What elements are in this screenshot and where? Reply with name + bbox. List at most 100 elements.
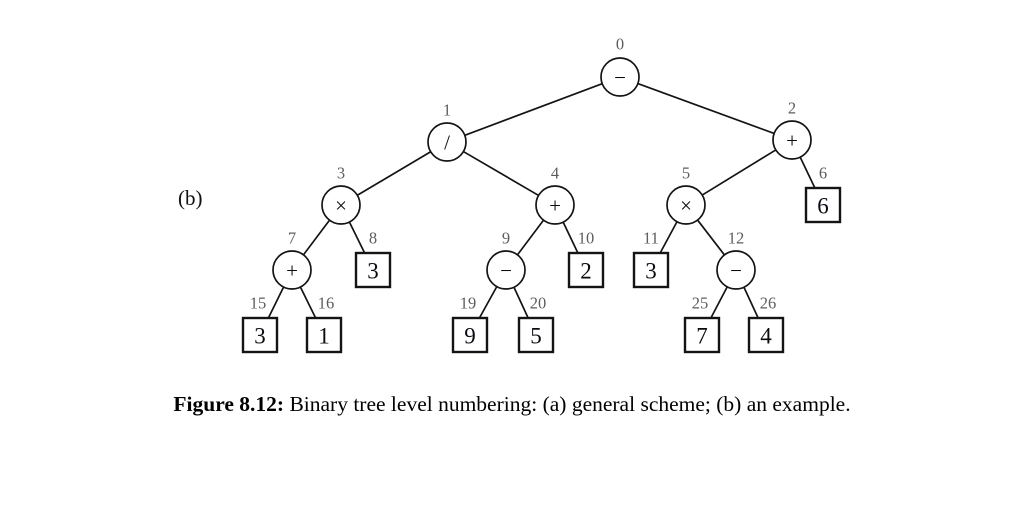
index-label-0: 0 — [616, 35, 624, 54]
leaf-node-11[interactable]: 3 — [632, 251, 670, 289]
node-circle-9 — [486, 250, 526, 290]
index-label-2: 2 — [788, 99, 796, 118]
figure-caption: Figure 8.12: Binary tree level numbering… — [0, 392, 1024, 417]
operator-node-9[interactable]: − — [486, 250, 526, 290]
leaf-value-20: 5 — [530, 324, 542, 349]
tree-edge-4-9 — [516, 219, 545, 256]
node-box-19 — [451, 316, 489, 354]
index-label-6: 6 — [819, 164, 827, 183]
leaf-node-26[interactable]: 4 — [747, 316, 785, 354]
operator-symbol-3: × — [335, 194, 347, 218]
operator-node-5[interactable]: × — [666, 185, 706, 225]
operator-symbol-2: + — [786, 129, 798, 153]
index-label-7: 7 — [288, 229, 296, 248]
tree-edge-2-5 — [701, 149, 777, 196]
leaf-node-6[interactable]: 6 — [804, 186, 842, 224]
operator-node-1[interactable]: / — [427, 122, 467, 162]
tree-edge-7-16 — [299, 286, 317, 319]
index-label-10: 10 — [578, 229, 595, 248]
tree-edges — [267, 82, 816, 319]
tree-edge-12-26 — [743, 286, 760, 319]
tree-edge-3-8 — [348, 221, 366, 254]
tree-edge-4-10 — [562, 221, 579, 254]
index-label-12: 12 — [728, 229, 745, 248]
index-label-1: 1 — [443, 101, 451, 120]
node-circle-12 — [716, 250, 756, 290]
tree-edge-0-2 — [636, 82, 776, 135]
operator-symbol-0: − — [614, 66, 626, 90]
operator-node-7[interactable]: + — [272, 250, 312, 290]
leaf-node-15[interactable]: 3 — [241, 316, 279, 354]
node-circle-7 — [272, 250, 312, 290]
leaf-value-25: 7 — [696, 324, 708, 349]
operator-symbol-7: + — [286, 259, 298, 283]
leaf-node-20[interactable]: 5 — [517, 316, 555, 354]
index-label-4: 4 — [551, 164, 559, 183]
index-label-26: 26 — [760, 294, 777, 313]
index-label-20: 20 — [530, 294, 547, 313]
leaf-value-6: 6 — [817, 194, 829, 219]
index-label-16: 16 — [318, 294, 335, 313]
leaf-node-10[interactable]: 2 — [567, 251, 605, 289]
node-box-15 — [241, 316, 279, 354]
tree-edge-0-1 — [463, 82, 604, 137]
leaf-node-16[interactable]: 1 — [305, 316, 343, 354]
node-circle-3 — [321, 185, 361, 225]
operator-node-12[interactable]: − — [716, 250, 756, 290]
leaf-value-11: 3 — [645, 259, 657, 284]
tree-edge-7-15 — [267, 286, 285, 319]
index-label-19: 19 — [460, 294, 477, 313]
tree-edge-12-25 — [710, 285, 729, 319]
leaf-value-10: 2 — [580, 259, 592, 284]
node-circle-1 — [427, 122, 467, 162]
index-label-15: 15 — [250, 294, 267, 313]
tree-edge-5-12 — [696, 219, 726, 256]
node-box-11 — [632, 251, 670, 289]
leaf-node-8[interactable]: 3 — [354, 251, 392, 289]
tree-edge-9-20 — [513, 286, 530, 319]
leaf-value-26: 4 — [760, 324, 772, 349]
leaf-value-19: 9 — [464, 324, 476, 349]
leaf-value-16: 1 — [318, 324, 330, 349]
operator-symbol-4: + — [549, 194, 561, 218]
node-circle-2 — [772, 120, 812, 160]
index-label-8: 8 — [369, 229, 377, 248]
leaf-node-25[interactable]: 7 — [683, 316, 721, 354]
leaf-value-15: 3 — [254, 324, 266, 349]
panel-label-b: (b) — [178, 186, 203, 210]
index-label-9: 9 — [502, 229, 510, 248]
operator-node-2[interactable]: + — [772, 120, 812, 160]
tree-edge-3-7 — [302, 219, 331, 256]
figure-caption-label: Figure 8.12: — [173, 392, 285, 416]
leaf-node-19[interactable]: 9 — [451, 316, 489, 354]
tree-edge-1-3 — [356, 150, 432, 197]
operator-symbol-9: − — [500, 259, 512, 283]
index-label-3: 3 — [337, 164, 345, 183]
node-box-8 — [354, 251, 392, 289]
node-box-16 — [305, 316, 343, 354]
node-box-10 — [567, 251, 605, 289]
node-box-6 — [804, 186, 842, 224]
operator-node-0[interactable]: − — [600, 57, 640, 97]
tree-edge-5-11 — [659, 220, 678, 254]
node-circle-0 — [600, 57, 640, 97]
operator-node-3[interactable]: × — [321, 185, 361, 225]
node-circle-4 — [535, 185, 575, 225]
operator-symbol-1: / — [444, 131, 450, 155]
leaf-value-8: 3 — [367, 259, 379, 284]
node-circle-5 — [666, 185, 706, 225]
node-box-26 — [747, 316, 785, 354]
tree-edge-9-19 — [478, 285, 498, 319]
index-label-11: 11 — [643, 229, 659, 248]
operator-symbol-12: − — [730, 259, 742, 283]
operator-symbol-5: × — [680, 194, 692, 218]
node-box-25 — [683, 316, 721, 354]
operator-node-4[interactable]: + — [535, 185, 575, 225]
figure-caption-text: Binary tree level numbering: (a) general… — [284, 392, 851, 416]
index-label-25: 25 — [692, 294, 709, 313]
index-label-5: 5 — [682, 164, 690, 183]
